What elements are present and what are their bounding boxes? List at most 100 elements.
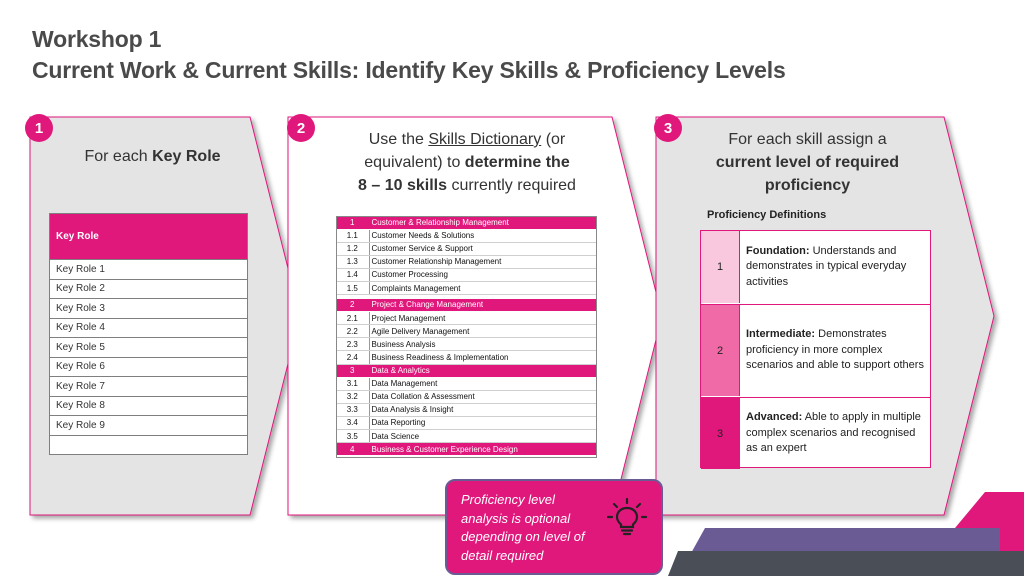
- step-2-line2-bold: determine the: [464, 154, 570, 171]
- step-2-line3-post: currently required: [447, 177, 576, 194]
- skills-dictionary-link[interactable]: Skills Dictionary: [428, 131, 542, 148]
- key-role-row: Key Role 9: [49, 415, 248, 436]
- skill-number: 1.1: [336, 229, 369, 243]
- skill-number: 3.3: [336, 403, 369, 417]
- proficiency-level-number: 2: [701, 305, 739, 396]
- key-role-row: Key Role 3: [49, 298, 248, 319]
- key-role-row: Key Role 2: [49, 278, 248, 299]
- page-title: Workshop 1 Current Work & Current Skills…: [32, 24, 786, 86]
- skill-number: 1: [336, 216, 369, 230]
- skill-number: 2.4: [336, 350, 369, 365]
- skill-label: Agile Delivery Management: [368, 324, 597, 339]
- key-role-row: Key Role 1: [49, 259, 248, 280]
- skill-label: Data Analysis & Insight: [368, 403, 597, 417]
- proficiency-level-desc-text: Able to apply in multiple complex scenar…: [746, 411, 921, 455]
- skill-label: Business & Customer Experience Design: [368, 442, 597, 457]
- optional-note-box: Proficiency level analysis is optional d…: [445, 479, 663, 575]
- skill-label: Customer Processing: [368, 268, 597, 282]
- key-role-row: Key Role 8: [49, 395, 248, 416]
- skill-number: 3: [336, 364, 369, 378]
- skill-number: 2.3: [336, 337, 369, 352]
- skill-number: 1.2: [336, 242, 369, 256]
- step-2-line2-pre: equivalent) to: [364, 154, 465, 171]
- skill-label: Customer Needs & Solutions: [368, 229, 597, 243]
- skill-label: Project Management: [368, 311, 597, 326]
- step-3-line2-bold: current level of required: [715, 154, 900, 171]
- step-3-line3-bold: proficiency: [764, 177, 851, 194]
- proficiency-level-desc-text: Understands and demonstrates in typical …: [746, 244, 907, 288]
- skill-number: 3.1: [336, 377, 369, 391]
- key-role-row: Key Role 7: [49, 376, 248, 397]
- skill-label: Data Science: [368, 429, 597, 444]
- step-3-badge: 3: [654, 114, 682, 142]
- skill-label: Customer & Relationship Management: [368, 216, 597, 230]
- skill-number: 4: [336, 442, 369, 457]
- step-2-text: Use the Skills Dictionary (or equivalent…: [330, 128, 604, 197]
- proficiency-level-desc-text: Demonstrates proficiency in more complex…: [746, 328, 924, 372]
- skill-label: Data & Analytics: [368, 364, 597, 378]
- step-2-line3-bold: 8 – 10 skills: [358, 177, 447, 194]
- skill-label: Business Analysis: [368, 337, 597, 352]
- step-2-line1-post: (or: [541, 131, 566, 148]
- proficiency-level-description: Intermediate: Demonstrates proficiency i…: [739, 305, 930, 396]
- lightbulb-icon: [606, 497, 648, 536]
- title-line-1: Workshop 1: [32, 26, 162, 52]
- proficiency-level-name: Advanced:: [746, 411, 803, 424]
- step-1-text-bold: Key Role: [152, 148, 221, 165]
- key-role-header: Key Role: [49, 213, 248, 260]
- proficiency-level-description: Advanced: Able to apply in multiple comp…: [739, 398, 930, 469]
- key-role-row: Key Role 4: [49, 317, 248, 338]
- proficiency-level-number: 3: [701, 398, 739, 469]
- step-2-badge: 2: [287, 114, 315, 142]
- skill-number: 2.1: [336, 311, 369, 326]
- note-text: Proficiency level analysis is optional d…: [461, 492, 585, 563]
- skill-number: 1.5: [336, 281, 369, 296]
- skill-number: 2.2: [336, 324, 369, 339]
- skill-label: Customer Service & Support: [368, 242, 597, 256]
- skill-number: 3.5: [336, 429, 369, 444]
- skill-number: 3.4: [336, 416, 369, 431]
- skill-number: 1.3: [336, 255, 369, 269]
- skill-label: Business Readiness & Implementation: [368, 350, 597, 365]
- step-2-line1-pre: Use the: [368, 131, 429, 148]
- skill-label: Data Management: [368, 377, 597, 391]
- proficiency-level-name: Intermediate:: [746, 328, 816, 341]
- title-line-2: Current Work & Current Skills: Identify …: [32, 57, 786, 83]
- proficiency-level-number: 1: [701, 231, 739, 303]
- step-3-text: For each skill assign a current level of…: [680, 128, 935, 197]
- skill-label: Data Collation & Assessment: [368, 390, 597, 404]
- corner-grey-shape: [668, 551, 1024, 576]
- step-1-text: For each Key Role: [60, 145, 245, 168]
- proficiency-level-description: Foundation: Understands and demonstrates…: [739, 231, 930, 303]
- skill-label: Customer Relationship Management: [368, 255, 597, 269]
- skill-number: 3.2: [336, 390, 369, 404]
- key-role-row: Key Role 6: [49, 356, 248, 377]
- proficiency-level-name: Foundation:: [746, 244, 810, 257]
- skill-label: Project & Change Management: [368, 298, 597, 313]
- step-1-text-pre: For each: [84, 148, 153, 165]
- key-role-row: Key Role 5: [49, 337, 248, 358]
- skill-number: 2: [336, 298, 369, 313]
- skill-label: Data Reporting: [368, 416, 597, 431]
- key-role-row: [49, 434, 248, 455]
- skill-label: Complaints Management: [368, 281, 597, 296]
